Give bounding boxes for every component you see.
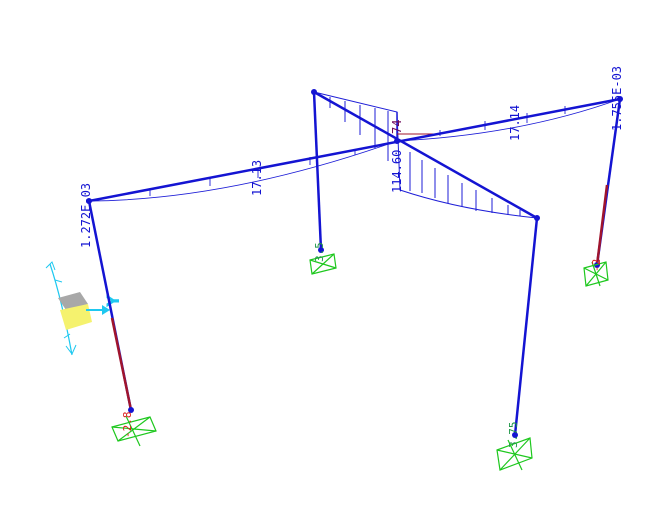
axial-label-back-right: -2 — [590, 259, 603, 272]
frame-members — [87, 90, 622, 436]
beam-cross[interactable] — [313, 90, 538, 220]
axial-label-back-left: 3.5 — [313, 242, 326, 262]
axis-triad-icon: Y — [45, 261, 124, 356]
moment-label-cross-peak: 74 — [390, 120, 404, 134]
compression-highlights — [110, 184, 609, 411]
fixed-support-icon[interactable] — [496, 437, 533, 471]
fixed-support-icon[interactable] — [309, 253, 337, 275]
moment-diagram-cross-beam — [313, 91, 538, 219]
moment-label-left-beam: 17.13 — [250, 160, 264, 196]
moment-label-right-beam: 17.14 — [508, 105, 522, 141]
column-front-right[interactable] — [513, 217, 539, 436]
fixed-support-icon[interactable] — [583, 261, 609, 287]
beam-left[interactable] — [88, 97, 621, 203]
column-back-left[interactable] — [312, 91, 323, 251]
fixed-support-icon[interactable] — [111, 415, 157, 447]
joints — [86, 89, 623, 438]
deflection-label-right: 1.755E-03 — [610, 66, 624, 131]
moment-label-cross-beam: 114.60 — [390, 150, 404, 193]
axial-label-front-left: -2.8 — [121, 412, 134, 439]
deflection-label-left: 1.272E-03 — [79, 183, 93, 248]
axial-label-front-right: 3.75 — [507, 422, 520, 449]
